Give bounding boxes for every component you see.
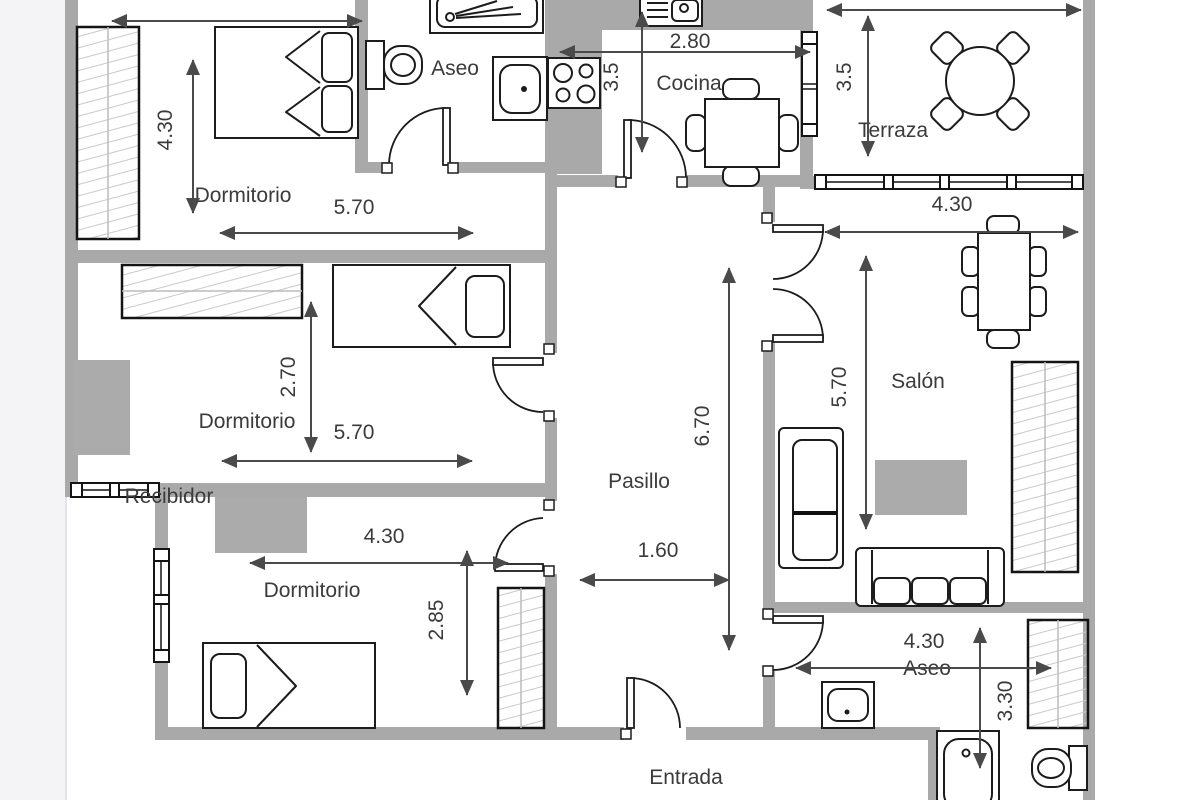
dim-bed2-width: 5.70 <box>334 421 375 444</box>
dim-bed3-height: 2.85 <box>425 600 448 641</box>
door-dormitorio-mid <box>492 343 555 422</box>
label-pasillo: Pasillo <box>608 470 670 493</box>
wall-pasillo-right-c <box>763 670 775 740</box>
single-bed-bot <box>202 642 376 729</box>
sofa-three-seat <box>855 547 1005 607</box>
wall-recibidor <box>65 483 545 497</box>
wardrobe-salon <box>1010 360 1080 574</box>
dim-cocina-height: 3.5 <box>600 62 623 91</box>
wardrobe-bed3 <box>496 586 546 730</box>
door-dormitorio-bot <box>494 499 555 577</box>
door-aseo-bot <box>762 608 824 677</box>
page-margin <box>0 0 67 800</box>
dim-salon-width: 4.30 <box>932 193 973 216</box>
kitchen-table <box>685 78 799 187</box>
label-dormitorio-bot: Dormitorio <box>264 579 361 602</box>
dim-terraza-height: 3.5 <box>833 62 856 91</box>
wall-kitchen-bottom-a <box>557 175 618 187</box>
kitchen-sink-icon <box>639 0 703 27</box>
label-recibidor: Recibidor <box>125 485 214 508</box>
furniture <box>73 0 1090 800</box>
rug <box>875 460 967 515</box>
label-aseo-top: Aseo <box>431 57 479 80</box>
wall-outer-right <box>1083 0 1095 800</box>
window-bed3 <box>153 548 170 663</box>
door-entrada <box>620 677 681 740</box>
toilet-top-icon <box>365 40 423 90</box>
sofa-two-seat <box>778 427 844 569</box>
bathroom-sink-bot-icon <box>821 681 875 729</box>
wall-pasillo-left-c <box>545 574 557 740</box>
label-cocina: Cocina <box>656 72 722 95</box>
window-terraza-band <box>814 174 1084 190</box>
wardrobe-bed1 <box>75 25 141 241</box>
dim-cocina-width: 2.80 <box>670 30 711 53</box>
stove-icon <box>547 57 601 109</box>
wall-aseo2-top <box>763 602 1083 613</box>
dim-pasillo-width: 1.60 <box>638 539 679 562</box>
shower-tray <box>429 0 544 34</box>
dim-aseo2-width: 4.30 <box>904 630 945 653</box>
label-entrada: Entrada <box>649 766 723 789</box>
dim-pasillo-length: 6.70 <box>691 406 714 447</box>
desk-block-bed3 <box>215 497 307 553</box>
window-kitchen-terraza <box>801 31 818 137</box>
doors <box>381 107 824 740</box>
door-aseo-top <box>381 107 459 174</box>
wall-aseo-bottom-a <box>355 162 391 173</box>
label-dormitorio-mid: Dormitorio <box>199 410 296 433</box>
window-recibidor <box>70 482 160 498</box>
wall-pasillo-left-a <box>545 174 557 353</box>
toilet-bot-icon <box>1031 745 1088 791</box>
label-dormitorio-top: Dormitorio <box>195 184 292 207</box>
double-bed <box>214 26 359 139</box>
single-bed-mid <box>332 264 511 348</box>
label-salon: Salón <box>891 370 945 393</box>
dim-salon-height: 5.70 <box>828 367 851 408</box>
wall-aseo-bottom-b <box>451 162 545 173</box>
dining-table <box>961 215 1047 349</box>
wall-kitchen-counter-top <box>602 0 813 30</box>
bathroom-sink-top-icon <box>492 56 548 121</box>
bathtub-icon <box>936 730 1000 800</box>
dim-bed1-height: 4.30 <box>154 110 177 151</box>
closet-block-mid <box>73 360 130 455</box>
dim-bed2-height: 2.70 <box>277 357 300 398</box>
label-terraza: Terraza <box>858 119 928 142</box>
double-door-salon <box>761 212 824 352</box>
dimension-arrows <box>111 3 1082 769</box>
door-cocina <box>615 119 688 188</box>
dim-aseo2-height: 3.30 <box>994 681 1017 722</box>
wardrobe-bed2 <box>120 263 304 320</box>
wall-bottom-b <box>686 727 940 740</box>
wall-bed1-bottom <box>65 250 557 263</box>
wall-bottom-a <box>155 727 624 740</box>
dim-bed1-width: 5.70 <box>334 196 375 219</box>
dim-bed3-width: 4.30 <box>364 525 405 548</box>
wall-pasillo-right-b <box>763 343 775 610</box>
windows <box>70 31 1084 663</box>
wardrobe-aseo2 <box>1026 618 1090 730</box>
terraza-table <box>930 31 1030 131</box>
wall-pasillo-left-b <box>545 418 557 501</box>
